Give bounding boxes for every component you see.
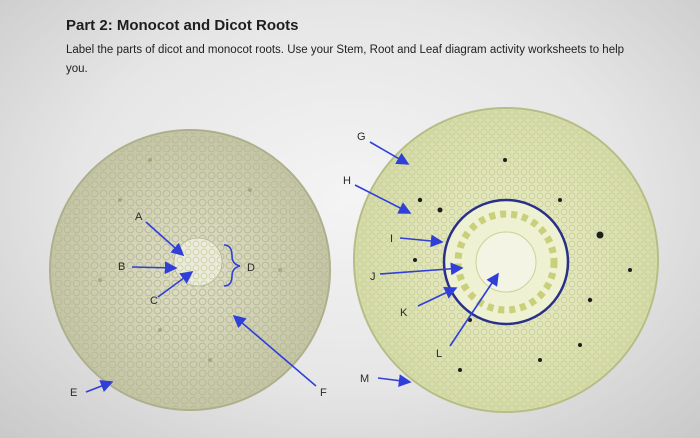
section-labels: A B C D E F G H I J K L M (70, 131, 442, 399)
label-d: D (247, 262, 255, 274)
label-l: L (436, 348, 442, 360)
label-e: E (70, 387, 77, 399)
label-a: A (135, 211, 143, 223)
label-k: K (400, 307, 408, 319)
label-h: H (343, 175, 351, 187)
worksheet-heading: Part 2: Monocot and Dicot Roots (66, 17, 299, 34)
label-b: B (118, 261, 125, 273)
dicot-root-section (353, 107, 659, 413)
label-j: J (370, 271, 376, 283)
worksheet-instructions: Label the parts of dicot and monocot roo… (66, 44, 625, 75)
label-f: F (320, 387, 327, 399)
monocot-root-section (49, 129, 331, 411)
label-c: C (150, 295, 158, 307)
label-g: G (357, 131, 366, 143)
label-m: M (360, 373, 369, 385)
label-arrows (85, 141, 499, 393)
label-i: I (390, 233, 393, 245)
